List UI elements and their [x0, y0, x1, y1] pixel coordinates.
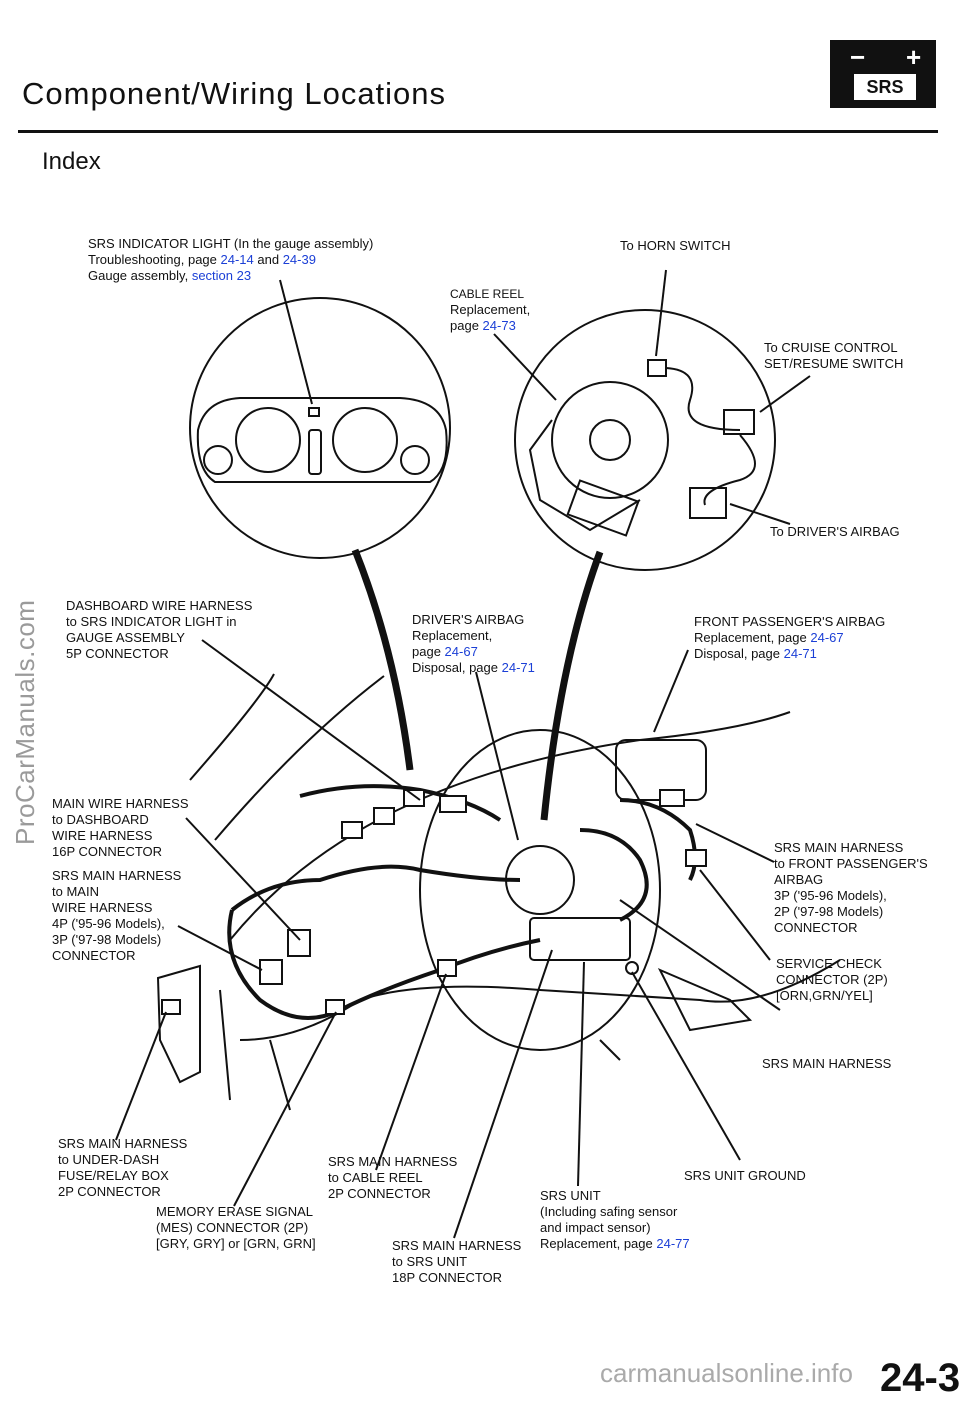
label-cable-reel-connector: SRS MAIN HARNESS to CABLE REEL 2P CONNEC… [328, 1154, 458, 1201]
link-section-23[interactable]: section 23 [191, 268, 252, 283]
label-cable-reel: CABLE REEL Replacement, page 24-73 [450, 287, 531, 333]
title-rule [18, 130, 938, 133]
label-srs-main-front-passenger: SRS MAIN HARNESS to FRONT PASSENGER'S AI… [774, 840, 928, 935]
horn-connector [647, 359, 667, 377]
cable-reel-detail-circle [514, 309, 776, 571]
cruise-connector [723, 409, 755, 435]
label-service-check: SERVICE CHECK CONNECTOR (2P) [ORN,GRN/YE… [776, 956, 888, 1003]
srs-badge-label: SRS [854, 74, 916, 100]
label-srs-main-to-main: SRS MAIN HARNESS to MAIN WIRE HARNESS 4P… [52, 868, 182, 963]
side-watermark: ProCarManuals.com [10, 599, 40, 845]
label-dashboard-wire-harness: DASHBOARD WIRE HARNESS to SRS INDICATOR … [66, 598, 253, 661]
airbag-connector [689, 487, 727, 519]
battery-minus-icon: − [850, 42, 866, 72]
link-page-24-67-passenger[interactable]: 24-67 [810, 630, 844, 645]
srs-badge: − + SRS [830, 40, 936, 108]
battery-plus-icon: + [906, 42, 922, 72]
steering-wheel [419, 729, 661, 1051]
link-page-24-71-passenger[interactable]: 24-71 [783, 646, 817, 661]
page-title: Component/Wiring Locations [22, 76, 447, 111]
label-horn-switch: To HORN SWITCH [620, 238, 731, 253]
speedometer [235, 407, 301, 473]
link-page-24-77[interactable]: 24-77 [656, 1236, 690, 1251]
link-page-24-14[interactable]: 24-14 [220, 252, 254, 267]
tachometer [332, 407, 398, 473]
link-page-24-67[interactable]: 24-67 [444, 644, 478, 659]
label-mes-connector: MEMORY ERASE SIGNAL (MES) CONNECTOR (2P)… [156, 1204, 316, 1251]
label-under-dash-fuse: SRS MAIN HARNESS to UNDER-DASH FUSE/RELA… [58, 1136, 188, 1199]
label-srs-main-harness: SRS MAIN HARNESS [762, 1056, 892, 1071]
under-dash-fuse-box [156, 964, 201, 1084]
label-cruise-control: To CRUISE CONTROL SET/RESUME SWITCH [764, 340, 904, 371]
label-srs-indicator-light: SRS INDICATOR LIGHT (In the gauge assemb… [88, 236, 374, 283]
gauge-detail-circle [189, 297, 451, 559]
link-page-24-73[interactable]: 24-73 [482, 318, 516, 333]
page-number: 24-3 [880, 1356, 960, 1400]
link-page-24-39[interactable]: 24-39 [282, 252, 316, 267]
bottom-watermark: carmanualsonline.info [600, 1358, 853, 1388]
link-page-24-71[interactable]: 24-71 [501, 660, 535, 675]
label-front-passenger-airbag: FRONT PASSENGER'S AIRBAG Replacement, pa… [694, 614, 886, 661]
label-drivers-airbag-connector: To DRIVER'S AIRBAG [770, 524, 900, 539]
srs-unit [529, 917, 631, 961]
label-srs-unit-connector: SRS MAIN HARNESS to SRS UNIT 18P CONNECT… [392, 1238, 522, 1285]
label-srs-unit-ground: SRS UNIT GROUND [684, 1168, 806, 1183]
section-heading: Index [42, 148, 101, 175]
label-srs-unit: SRS UNIT (Including safing sensor and im… [540, 1188, 690, 1251]
label-drivers-airbag: DRIVER'S AIRBAG Replacement, page 24-67 … [412, 612, 535, 675]
gauge-cluster-outline [196, 397, 448, 483]
label-main-wire-harness: MAIN WIRE HARNESS to DASHBOARD WIRE HARN… [52, 796, 189, 859]
